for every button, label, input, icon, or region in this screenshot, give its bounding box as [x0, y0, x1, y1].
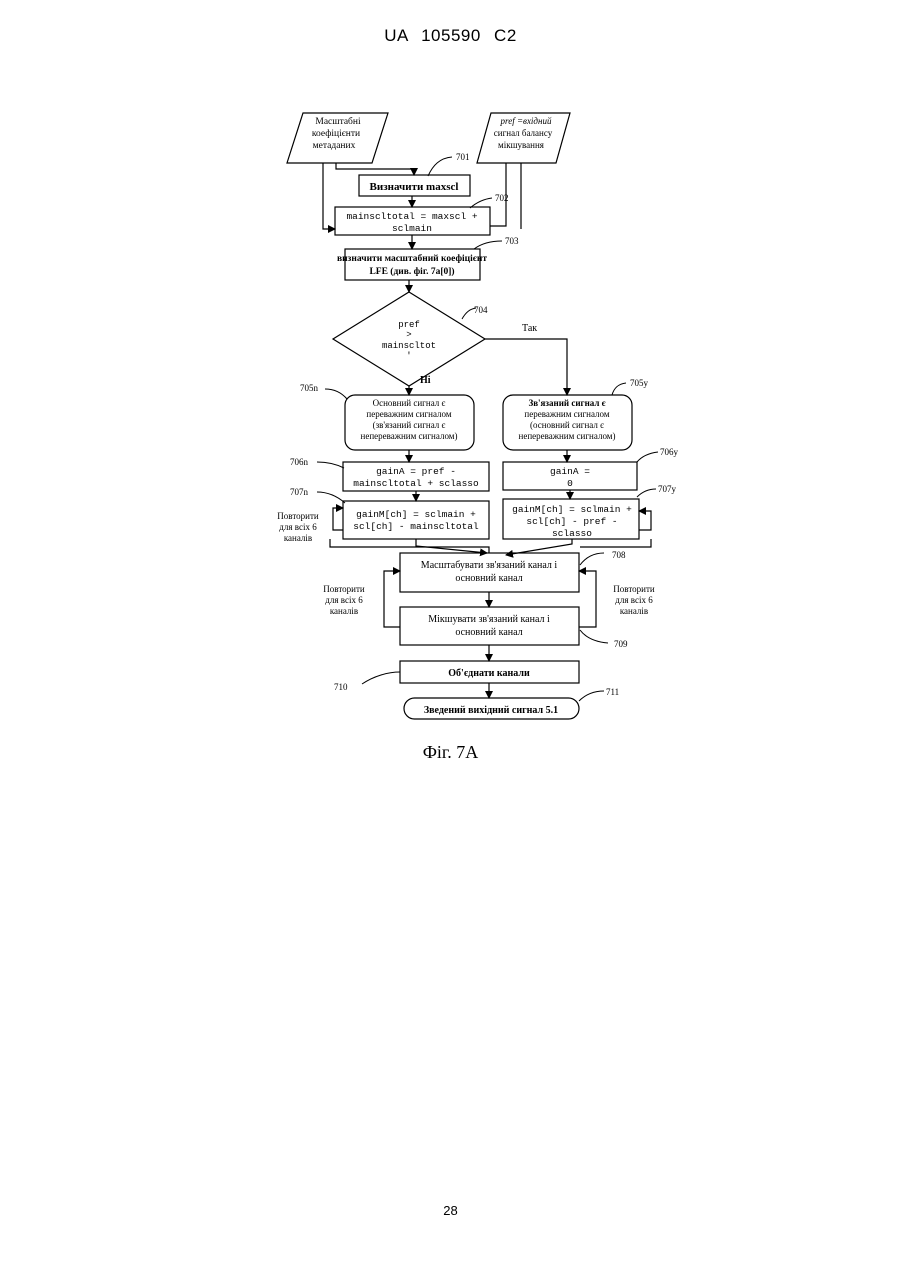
step-707n-line-2: scl[ch] - mainscltotal — [353, 521, 479, 532]
step-703-line-1: визначити масштабний коефіцієнт — [337, 253, 487, 264]
input-pref-line-1: pref =вхідний — [500, 116, 552, 126]
step-709-mix-channels: Мікшувати зв'язаний канал і основний кан… — [400, 607, 579, 645]
ref-706y: 706y — [660, 447, 679, 457]
step-706n-gaina: gainA = pref - mainscltotal + sclasso — [343, 462, 489, 491]
step-708-line-2: основний канал — [455, 573, 522, 584]
loop-right-line-2: для всіх 6 — [615, 595, 653, 605]
figure-caption: Фіг. 7А — [0, 742, 901, 763]
ref-707n: 707n — [290, 487, 309, 497]
step-710-text: Об'єднати канали — [448, 668, 530, 679]
terminal-711-text: Зведений вихідний сигнал 5.1 — [424, 705, 558, 716]
loop-left-line-2: для всіх 6 — [325, 595, 363, 605]
page-number: 28 — [0, 1203, 901, 1218]
step-710-combine-channels: Об'єднати канали — [400, 661, 579, 683]
decision-704-line-2: > — [406, 330, 411, 340]
step-706n-line-2: mainscltotal + sclasso — [353, 478, 479, 489]
step-706y-line-2: 0 — [567, 478, 573, 489]
ref-701: 701 — [456, 152, 470, 162]
step-709-line-2: основний канал — [455, 627, 522, 638]
step-701-text: Визначити maxscl — [370, 181, 459, 193]
step-706y-gaina-zero: gainA = 0 — [503, 462, 637, 490]
step-707y-gainm: gainM[ch] = sclmain + scl[ch] - pref - s… — [503, 499, 639, 539]
loop-right-line-1: Повторити — [613, 584, 655, 594]
step-705y-line-4: непереважним сигналом) — [519, 431, 616, 441]
loop-left-line-3: каналів — [330, 606, 358, 616]
step-707y-line-2: scl[ch] - pref - — [526, 516, 617, 527]
step-709-line-1: Мікшувати зв'язаний канал і — [428, 614, 550, 625]
step-705n-line-1: Основний сигнал є — [373, 398, 446, 408]
step-702-line-1: mainscltotal = maxscl + — [346, 211, 477, 222]
input-metadata-line-1: Масштабні — [315, 116, 361, 127]
step-708-line-1: Масштабувати зв'язаний канал і — [421, 560, 558, 571]
input-pref-line-3: мікшування — [498, 140, 544, 150]
ref-704: 704 — [474, 305, 488, 315]
step-705n-line-4: непереважним сигналом) — [361, 431, 458, 441]
ref-708: 708 — [612, 550, 626, 560]
ref-705y: 705y — [630, 378, 649, 388]
input-metadata-line-2: коефіцієнти — [312, 128, 360, 139]
step-702-mainscltotal: mainscltotal = maxscl + sclmain — [335, 207, 490, 235]
decision-704-line-3: mainscltot — [382, 341, 436, 351]
step-703-line-2: LFE (див. фіг. 7а[0]) — [369, 266, 454, 277]
step-707n-gainm: gainM[ch] = sclmain + scl[ch] - mainsclt… — [343, 501, 489, 539]
ref-710: 710 — [334, 682, 348, 692]
loop-707n-line-1: Повторити — [277, 511, 319, 521]
step-703-lfe-scale-factor: визначити масштабний коефіцієнт LFE (див… — [337, 249, 487, 280]
step-702-line-2: sclmain — [392, 223, 432, 234]
ref-703: 703 — [505, 236, 519, 246]
step-705y-line-2: переважним сигналом — [524, 409, 609, 419]
step-708-scale-channels: Масштабувати зв'язаний канал і основний … — [400, 553, 579, 592]
ref-706n: 706n — [290, 457, 309, 467]
input-pref-mix-balance: pref =вхідний сигнал балансу мікшування — [477, 113, 570, 163]
ref-709: 709 — [614, 639, 628, 649]
decision-704-yes-label: Так — [522, 323, 537, 334]
input-metadata-line-3: метаданих — [313, 141, 356, 151]
ref-711: 711 — [606, 687, 619, 697]
decision-704-pref-gt-mainscltotal: pref > mainscltot ' — [333, 292, 485, 386]
step-705y-line-1: Зв'язаний сигнал є — [528, 398, 605, 408]
loop-707n-line-2: для всіх 6 — [279, 522, 317, 532]
terminal-711-output-5-1: Зведений вихідний сигнал 5.1 — [404, 698, 579, 719]
input-pref-line-2: сигнал балансу — [494, 128, 553, 138]
loop-right-line-3: каналів — [620, 606, 648, 616]
decision-704-no-label: Ні — [420, 375, 431, 386]
step-705n-main-signal-dominant: Основний сигнал є переважним сигналом (з… — [345, 395, 474, 450]
step-707n-line-1: gainM[ch] = sclmain + — [356, 509, 476, 520]
decision-704-line-1: pref — [398, 320, 420, 330]
ref-705n: 705n — [300, 383, 319, 393]
step-705n-line-3: (зв'язаний сигнал є — [373, 420, 446, 430]
step-701-determine-maxscl: Визначити maxscl — [359, 175, 470, 196]
step-706n-line-1: gainA = pref - — [376, 466, 456, 477]
step-705y-associated-signal-dominant: Зв'язаний сигнал є переважним сигналом (… — [503, 395, 632, 450]
step-705n-line-2: переважним сигналом — [366, 409, 451, 419]
step-707y-line-3: sclasso — [552, 528, 592, 539]
ref-707y: 707y — [658, 484, 677, 494]
input-metadata-scale-factors: Масштабні коефіцієнти метаданих — [287, 113, 388, 163]
loop-left-line-1: Повторити — [323, 584, 365, 594]
step-705y-line-3: (основний сигнал є — [530, 420, 604, 430]
loop-707n-line-3: каналів — [284, 533, 312, 543]
step-707y-line-1: gainM[ch] = sclmain + — [512, 504, 632, 515]
step-706y-line-1: gainA = — [550, 466, 590, 477]
decision-704-line-4: ' — [406, 351, 411, 361]
